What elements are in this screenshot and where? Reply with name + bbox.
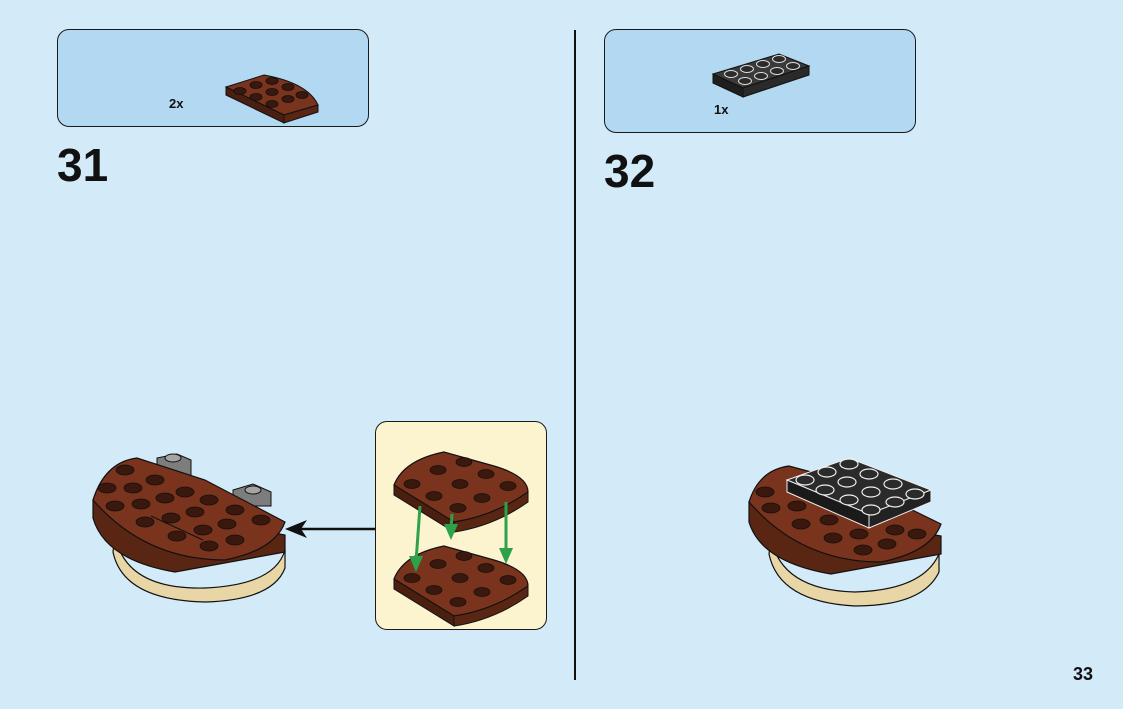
step-31-model-illustration bbox=[92, 453, 286, 603]
placement-arrow-icon bbox=[285, 520, 375, 538]
part-count: 2x bbox=[169, 96, 184, 111]
step-number: 31 bbox=[57, 139, 109, 191]
black-2x4-plate-icon bbox=[711, 53, 811, 98]
part-count: 1x bbox=[714, 102, 729, 117]
step-32-model-illustration bbox=[748, 457, 942, 607]
page-number: 33 bbox=[1072, 664, 1093, 684]
parts-box-step-31: 2x bbox=[57, 29, 369, 127]
brown-round-corner-plate-icon bbox=[224, 74, 319, 124]
sub-assembly-callout bbox=[375, 421, 547, 630]
page-divider bbox=[574, 30, 576, 680]
step-number: 32 bbox=[604, 145, 656, 197]
stacked-plates-illustration bbox=[393, 451, 529, 627]
parts-box-step-32: 1x bbox=[604, 29, 916, 133]
green-arrows-icon bbox=[409, 502, 513, 572]
